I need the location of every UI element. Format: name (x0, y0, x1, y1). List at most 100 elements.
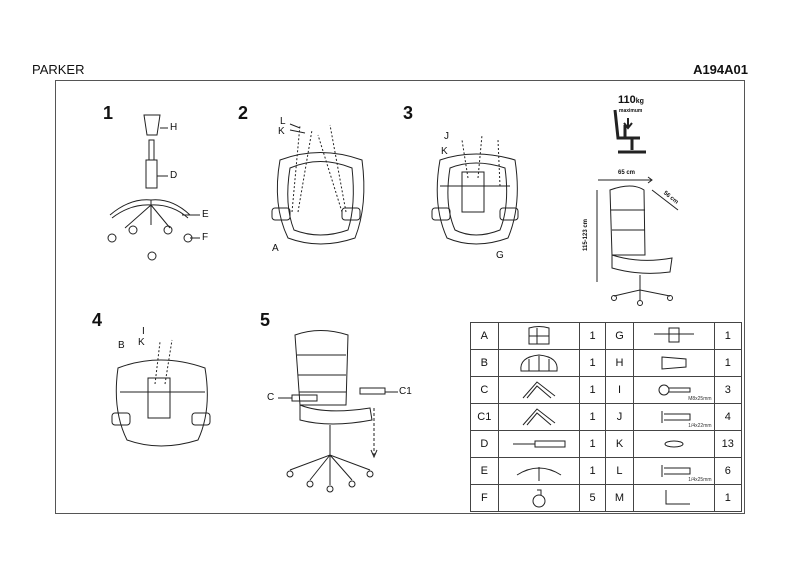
part-image: M8x25mm (632, 376, 715, 404)
label-a: A (272, 243, 279, 254)
part-id: C (470, 376, 499, 404)
part-image (497, 349, 580, 377)
document-title: PARKER (32, 62, 85, 77)
part-image (632, 349, 715, 377)
part-id: C1 (470, 403, 499, 431)
part-quantity: 1 (713, 349, 743, 377)
step-number-1: 1 (103, 103, 114, 123)
instruction-frame (55, 80, 745, 514)
caster-icon (532, 489, 546, 508)
part-quantity: 4 (713, 403, 743, 431)
max-label: maximum (619, 108, 643, 114)
gas-lift-icon (512, 440, 566, 448)
label-i: I (142, 326, 145, 337)
step-number-4: 4 (92, 310, 103, 330)
step5-drawing (278, 330, 398, 493)
part-id: L (605, 457, 634, 485)
label-k: K (441, 146, 448, 157)
part-quantity: 1 (713, 322, 743, 350)
max-weight: 110kg (618, 94, 644, 106)
mechanism-icon (653, 327, 694, 343)
part-image (632, 484, 715, 512)
bolt-icon (658, 384, 691, 396)
step1-drawing (107, 114, 200, 261)
dimensions-drawing (596, 109, 679, 306)
part-image (497, 484, 580, 512)
armrest-icon (522, 408, 555, 426)
part-image (497, 403, 580, 431)
part-id: K (605, 430, 634, 458)
part-image: 1/4x22mm (632, 403, 715, 431)
part-image (632, 322, 715, 350)
step-number-3: 3 (403, 103, 414, 123)
product-code: A194A01 (693, 62, 748, 77)
label-c: C (267, 392, 275, 403)
step4-drawing (111, 339, 211, 447)
step3-drawing (431, 134, 519, 245)
step-number-5: 5 (260, 310, 271, 330)
part-image (497, 322, 580, 350)
label-h: H (170, 122, 178, 133)
part-image (632, 430, 715, 458)
label-l: L (280, 116, 286, 127)
part-quantity: 1 (578, 430, 607, 458)
screw-icon (661, 465, 691, 477)
label-c1: C1 (399, 386, 412, 397)
part-id: J (605, 403, 634, 431)
label-k: K (278, 126, 285, 137)
seat-icon (519, 354, 558, 372)
hex-key-icon (665, 490, 690, 505)
label-k: K (138, 337, 145, 348)
part-id: H (605, 349, 634, 377)
label-j: J (444, 131, 449, 142)
part-spec: M8x25mm (688, 396, 712, 402)
base-icon (516, 467, 561, 481)
part-quantity: 6 (713, 457, 743, 485)
part-id: I (605, 376, 634, 404)
part-quantity: 1 (713, 484, 743, 512)
part-image: 1/4x25mm (632, 457, 715, 485)
armrest-icon (522, 381, 555, 399)
part-id: B (470, 349, 499, 377)
step2-drawing (271, 123, 365, 245)
width-dimension: 65 cm (618, 170, 636, 176)
washer-icon (664, 440, 684, 448)
part-quantity: 3 (713, 376, 743, 404)
part-quantity: 1 (578, 376, 607, 404)
part-image (497, 457, 580, 485)
part-quantity: 1 (578, 322, 607, 350)
label-b: B (118, 340, 125, 351)
part-spec: 1/4x25mm (688, 477, 712, 483)
screw-icon (661, 411, 691, 423)
part-id: G (605, 322, 634, 350)
part-quantity: 5 (578, 484, 607, 512)
part-image (497, 430, 580, 458)
weight-unit: kg (635, 98, 644, 105)
cover-icon (661, 356, 687, 370)
height-dimension: 115-123 cm (583, 218, 590, 252)
part-quantity: 1 (578, 457, 607, 485)
part-id: A (470, 322, 499, 350)
part-id: E (470, 457, 499, 485)
step-number-2: 2 (238, 103, 249, 123)
part-quantity: 13 (713, 430, 743, 458)
part-quantity: 1 (578, 403, 607, 431)
part-spec: 1/4x22mm (688, 423, 712, 429)
part-image (497, 376, 580, 404)
label-e: E (202, 209, 209, 220)
part-quantity: 1 (578, 349, 607, 377)
label-g: G (496, 250, 504, 261)
max-weight-value: 110 (618, 94, 636, 106)
label-d: D (170, 170, 178, 181)
backrest-icon (528, 326, 550, 345)
part-id: F (470, 484, 499, 512)
